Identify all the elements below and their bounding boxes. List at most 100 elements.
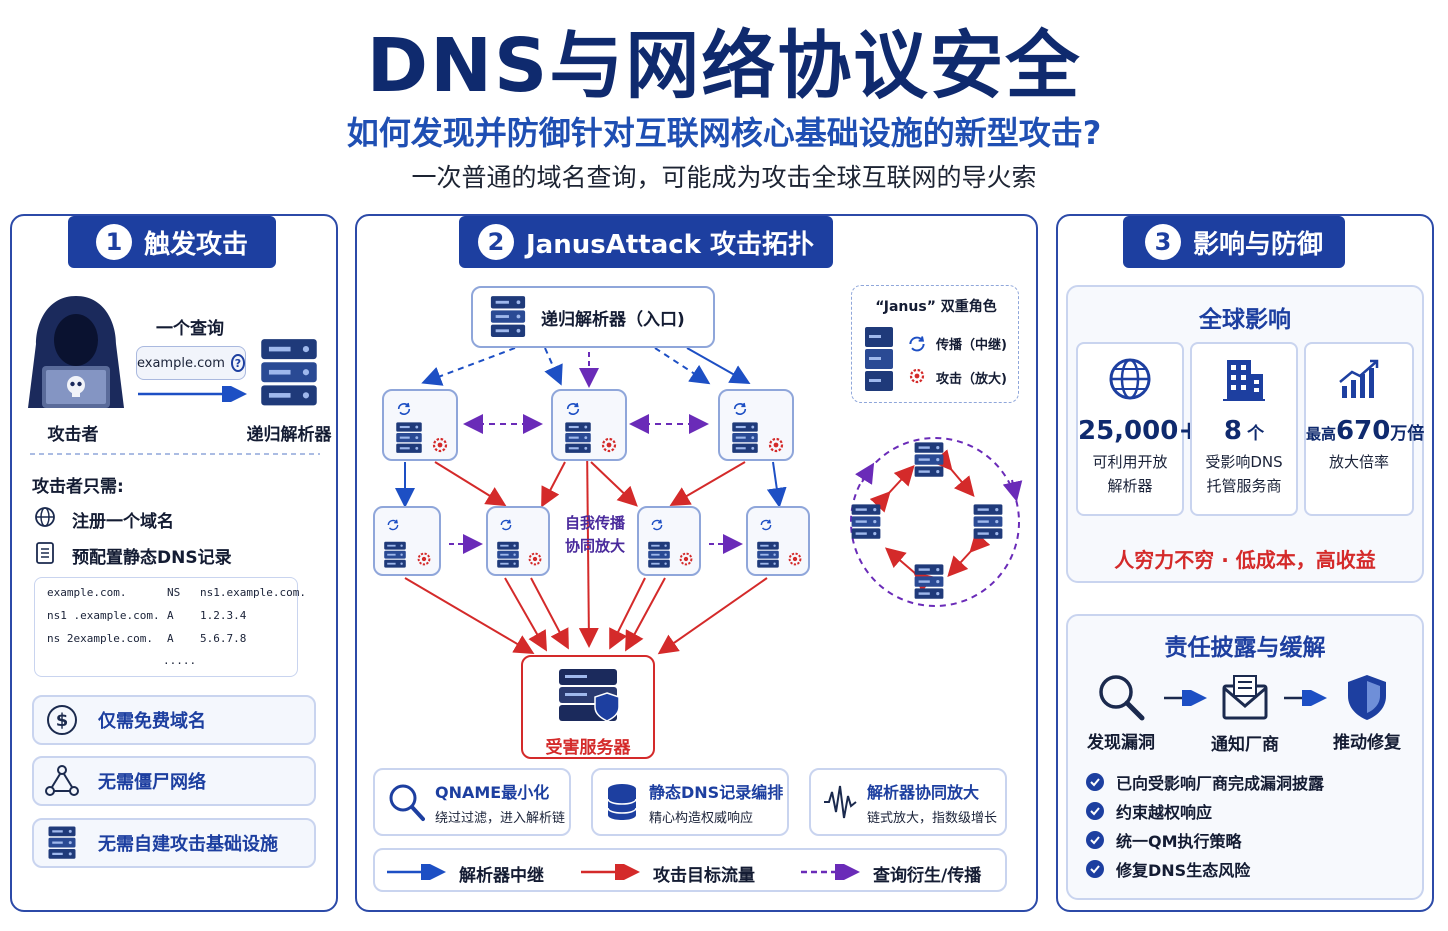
mail-icon <box>1222 675 1268 720</box>
record-0-type: NS <box>167 586 181 599</box>
legend-attack-line <box>581 864 640 880</box>
server-icon <box>865 327 893 391</box>
magnifier-icon <box>389 784 425 821</box>
check-item-1-label: 约束越权响应 <box>1116 803 1213 822</box>
pill-no-infrastructure-label: 无需自建攻击基础设施 <box>98 834 278 855</box>
check-item-0-label: 已向受影响厂商完成漏洞披露 <box>1116 774 1325 793</box>
legend-attack-label: 攻击目标流量 <box>653 866 755 886</box>
feature-qname-title: QNAME最小化 <box>435 782 550 802</box>
gear-icon <box>679 552 693 566</box>
legend-propagation-label: 查询衍生/传播 <box>873 866 982 886</box>
shield-icon <box>1348 675 1386 720</box>
feature-qname-minimization: QNAME最小化 绕过过滤，进入解析链 <box>373 768 571 836</box>
server-icon <box>565 422 591 453</box>
pill-free-domain: $ 仅需免费域名 <box>32 695 316 745</box>
database-icon <box>607 784 637 820</box>
divider <box>30 453 320 455</box>
pill-no-botnet-label: 无需僵尸网络 <box>98 772 206 793</box>
building-icon <box>1223 360 1265 401</box>
panel3-tab: 3 影响与防御 <box>1123 216 1345 268</box>
server-icon <box>757 541 779 568</box>
cycle-icon <box>760 518 772 531</box>
stat-dns-providers: 8 个 受影响DNS 托管服务商 <box>1190 342 1298 516</box>
check-icon <box>1086 802 1104 820</box>
feature-amplify-title: 解析器协同放大 <box>867 782 980 802</box>
check-item-0: 已向受影响厂商完成漏洞披露 <box>1086 770 1324 794</box>
server-icon <box>44 825 80 861</box>
record-2-name: ns 2example.com. <box>47 632 153 645</box>
stat-amplification: 最高670万倍 放大倍率 <box>1304 342 1424 516</box>
cycle-icon <box>387 518 399 531</box>
resolver-node-l1-a <box>382 389 458 461</box>
check-icon <box>1086 860 1104 878</box>
victim-server-node: 受害服务器 <box>521 655 655 759</box>
step-discover-label: 发现漏洞 <box>1087 733 1155 753</box>
resolver-node-l1-c <box>718 389 794 461</box>
stat-dns-providers-line2: 托管服务商 <box>1206 477 1282 495</box>
record-0-value: ns1.example.com. <box>200 586 306 599</box>
query-arrow <box>138 386 247 402</box>
propagation-ring <box>850 437 1023 607</box>
panel3-number: 3 <box>1144 224 1181 260</box>
server-icon <box>396 422 422 453</box>
record-1-name: ns1 .example.com. <box>47 609 160 622</box>
record-2-value: 5.6.7.8 <box>200 632 247 645</box>
gear-icon <box>788 552 802 566</box>
slogan: 人穷力不穷 · 低成本，高收益 <box>1114 548 1376 572</box>
query-bubble: example.com ? <box>136 346 246 380</box>
search-icon <box>1099 675 1145 721</box>
victim-server-label: 受害服务器 <box>545 738 631 758</box>
pill-no-infrastructure: 无需自建攻击基础设施 <box>32 818 316 868</box>
cooperative-amplification-label: 协同放大 <box>564 537 625 555</box>
dollar-icon: $ <box>44 702 80 738</box>
amplify-icon <box>909 368 925 384</box>
check-icon <box>1086 773 1104 791</box>
pill-free-domain-label: 仅需免费域名 <box>98 711 206 732</box>
query-label: 一个查询 <box>156 319 224 339</box>
gear-icon <box>768 437 784 453</box>
victim-server-icon <box>559 669 620 722</box>
need-static-records: 预配置静态DNS记录 <box>72 548 232 568</box>
feature-amplify-desc: 链式放大，指数级增长 <box>867 810 998 826</box>
gear-icon <box>417 552 431 566</box>
growth-chart-icon <box>1339 359 1379 398</box>
step-notify-label: 通知厂商 <box>1211 735 1279 755</box>
feature-resolver-amplification: 解析器协同放大 链式放大，指数级增长 <box>809 768 1007 836</box>
need-register-domain: 注册一个域名 <box>72 512 174 532</box>
network-icon <box>44 763 80 799</box>
stat-dns-providers-unit: 个 <box>1247 424 1265 444</box>
resolver-node-l2-b <box>486 506 550 576</box>
role-amplify-label: 攻击（放大) <box>936 372 1007 387</box>
janus-roles-box: “Janus” 双重角色 传播（中继) 攻击（放大) <box>851 285 1019 403</box>
feature-static-title: 静态DNS记录编排 <box>649 782 784 802</box>
panel1-tab: 1 触发攻击 <box>68 216 276 268</box>
check-icon <box>1086 831 1104 849</box>
legend-relay-line <box>387 864 446 880</box>
feature-static-desc: 精心构造权威响应 <box>649 810 754 826</box>
self-propagation-note: 自我传播 协同放大 <box>556 512 634 558</box>
page-subtitle: 如何发现并防御针对互联网核心基础设施的新型攻击? <box>346 114 1102 152</box>
attacker-label: 攻击者 <box>47 425 99 445</box>
server-icon <box>497 541 519 568</box>
check-item-3: 修复DNS生态风险 <box>1086 857 1250 881</box>
query-domain: example.com <box>137 355 225 371</box>
stat-open-resolvers-value: 25,000+ <box>1078 416 1201 446</box>
legend-propagation-line <box>801 864 860 880</box>
page-tagline: 一次普通的域名查询，可能成为攻击全球互联网的导火索 <box>411 163 1037 192</box>
disclosure-box <box>1066 614 1424 900</box>
resolver-node-l2-d <box>746 506 810 576</box>
check-item-2: 统一QM执行策略 <box>1086 828 1242 852</box>
ring-server-bottom-icon <box>914 564 944 599</box>
stat-open-resolvers-line2: 解析器 <box>1107 477 1153 495</box>
disclosure-title: 责任披露与缓解 <box>1164 635 1326 661</box>
cycle-icon <box>500 518 512 531</box>
panel2-number: 2 <box>478 224 514 260</box>
step-arrow-1 <box>1164 690 1207 706</box>
relay-icon <box>909 335 925 352</box>
record-0-name: example.com. <box>47 586 127 599</box>
stat-open-resolvers-line1: 可利用开放 <box>1092 453 1168 471</box>
ring-server-right-icon <box>973 504 1003 539</box>
cycle-icon <box>651 518 663 531</box>
question-icon: ? <box>230 354 245 372</box>
gear-icon <box>432 437 448 453</box>
